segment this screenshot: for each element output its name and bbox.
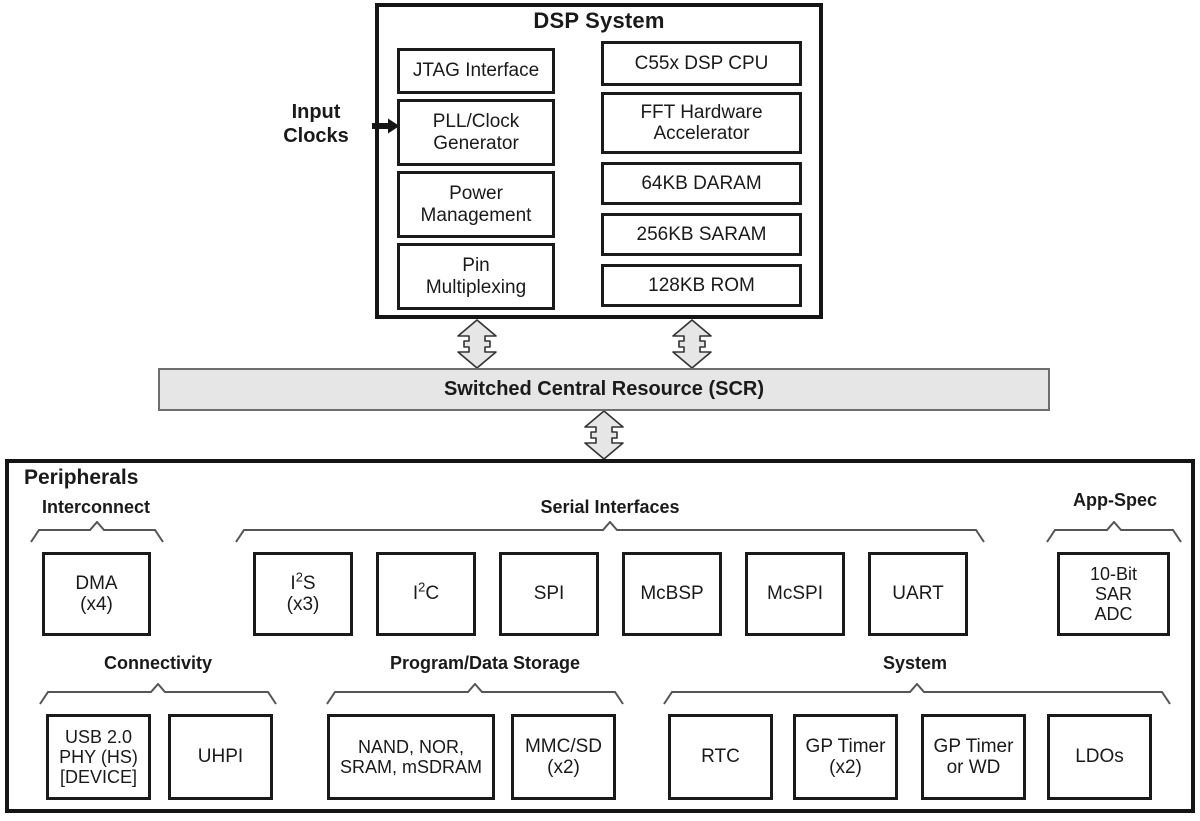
block-uhpi-label: UHPI — [197, 746, 244, 768]
block-mmc-sd[interactable]: MMC/SD(x2) — [511, 714, 616, 800]
block-i2c[interactable]: I2C — [376, 552, 476, 636]
block-rtc[interactable]: RTC — [668, 714, 773, 800]
block-spi[interactable]: SPI — [499, 552, 599, 636]
block-rtc-label: RTC — [701, 746, 740, 768]
block-saram-label: 256KB SARAM — [636, 223, 767, 245]
brace-program-data-storage — [326, 683, 624, 705]
block-c55x-dsp-cpu[interactable]: C55x DSP CPU — [601, 41, 802, 86]
group-caption-system: System — [882, 653, 948, 673]
block-mcbsp[interactable]: McBSP — [622, 552, 722, 636]
block-ldos[interactable]: LDOs — [1047, 714, 1152, 800]
group-caption-app-spec: App-Spec — [1072, 490, 1157, 510]
block-external-memory[interactable]: NAND, NOR,SRAM, mSDRAM — [327, 714, 495, 800]
block-c55x-dsp-cpu-label: C55x DSP CPU — [634, 52, 769, 74]
block-ldos-label: LDOs — [1075, 746, 1124, 768]
arrow-dsp-to-scr-left — [457, 319, 497, 369]
group-caption-interconnect: Interconnect — [41, 497, 151, 517]
switched-central-resource-bar[interactable]: Switched Central Resource (SCR) — [158, 368, 1050, 411]
block-gp-timer-label: GP Timer(x2) — [805, 735, 886, 778]
block-rom-label: 128KB ROM — [648, 274, 755, 296]
dsp-system-title: DSP System — [533, 8, 665, 33]
block-saram[interactable]: 256KB SARAM — [601, 213, 802, 256]
brace-serial-interfaces — [235, 521, 985, 543]
arrow-dsp-to-scr-right — [672, 319, 712, 369]
block-uart[interactable]: UART — [868, 552, 968, 636]
block-jtag[interactable]: JTAG Interface — [397, 48, 555, 94]
block-i2s-label: I2S(x3) — [286, 569, 320, 615]
brace-interconnect — [30, 521, 164, 543]
block-external-memory-label: NAND, NOR,SRAM, mSDRAM — [339, 736, 482, 777]
peripherals-title: Peripherals — [24, 466, 139, 489]
block-rom[interactable]: 128KB ROM — [601, 264, 802, 307]
block-mcbsp-label: McBSP — [640, 583, 704, 605]
input-clocks-arrow-icon — [372, 118, 400, 134]
group-caption-serial-interfaces: Serial Interfaces — [540, 497, 680, 517]
block-daram[interactable]: 64KB DARAM — [601, 162, 802, 205]
block-uhpi[interactable]: UHPI — [168, 714, 273, 800]
brace-system — [663, 683, 1171, 705]
block-gp-timer[interactable]: GP Timer(x2) — [793, 714, 898, 800]
block-i2s[interactable]: I2S(x3) — [253, 552, 353, 636]
group-caption-program-data-storage: Program/Data Storage — [389, 653, 581, 673]
block-uart-label: UART — [892, 583, 944, 605]
block-jtag-label: JTAG Interface — [412, 60, 540, 82]
block-dma[interactable]: DMA(x4) — [42, 552, 151, 636]
block-mmc-sd-label: MMC/SD(x2) — [524, 735, 603, 778]
block-i2c-label: I2C — [412, 580, 440, 605]
brace-connectivity — [39, 683, 277, 705]
brace-app-spec — [1046, 521, 1182, 543]
group-caption-connectivity: Connectivity — [103, 653, 213, 673]
scr-label: Switched Central Resource (SCR) — [443, 378, 765, 400]
block-mcspi[interactable]: McSPI — [745, 552, 845, 636]
block-mcspi-label: McSPI — [767, 583, 823, 605]
block-dma-label: DMA(x4) — [75, 572, 118, 615]
block-daram-label: 64KB DARAM — [641, 172, 762, 194]
block-spi-label: SPI — [533, 583, 565, 605]
arrow-scr-to-peripherals — [584, 410, 624, 460]
